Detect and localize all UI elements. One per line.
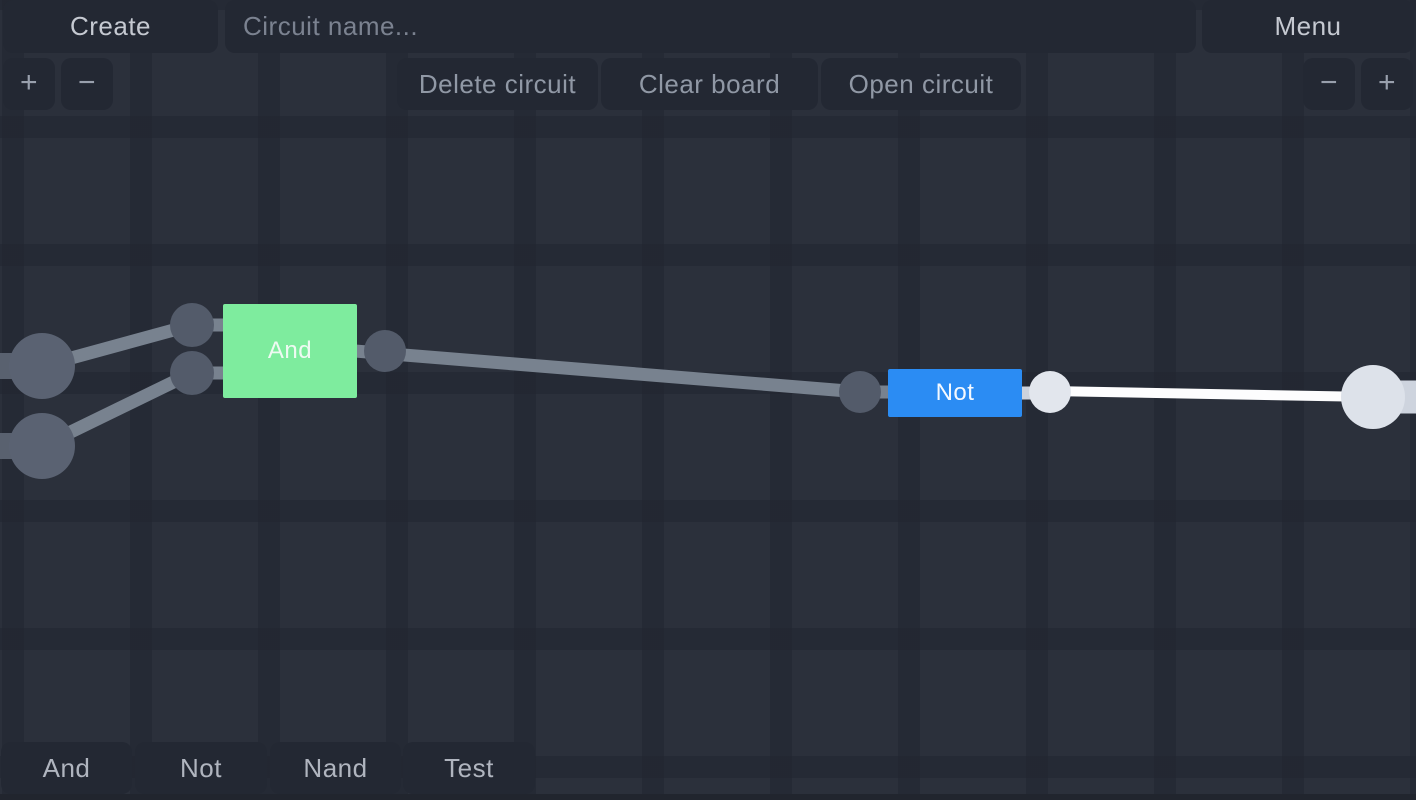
zoom-in-button-left[interactable]: + — [3, 58, 55, 110]
and-gate-label: And — [267, 337, 313, 364]
delete-circuit-button[interactable]: Delete circuit — [397, 58, 598, 110]
palette-item-test[interactable]: Test — [403, 742, 535, 794]
not-gate-label: Not — [935, 379, 975, 406]
input-pin-1[interactable] — [9, 333, 75, 399]
menu-button[interactable]: Menu — [1202, 0, 1414, 53]
not-gate[interactable]: Not — [888, 369, 1022, 417]
wire-and-to-not — [354, 344, 861, 399]
zoom-out-button-left[interactable]: − — [61, 58, 113, 110]
not-input-node[interactable] — [839, 371, 881, 413]
palette-item-nand[interactable]: Nand — [270, 742, 401, 794]
and-input-node-1[interactable] — [170, 303, 214, 347]
circuit-name-input[interactable] — [225, 0, 1196, 53]
create-button[interactable]: Create — [3, 0, 218, 53]
palette-item-and[interactable]: And — [1, 742, 132, 794]
clear-board-button[interactable]: Clear board — [601, 58, 818, 110]
palette-item-not[interactable]: Not — [135, 742, 267, 794]
and-output-node[interactable] — [364, 330, 406, 372]
and-gate[interactable]: And — [223, 304, 357, 398]
wire-not-to-output — [1049, 386, 1374, 402]
output-pin[interactable] — [1341, 365, 1405, 429]
bottom-edge-strip — [0, 794, 1416, 800]
zoom-out-button-right[interactable]: − — [1303, 58, 1355, 110]
not-output-node[interactable] — [1029, 371, 1071, 413]
zoom-in-button-right[interactable]: + — [1361, 58, 1413, 110]
input-pin-2[interactable] — [9, 413, 75, 479]
and-input-node-2[interactable] — [170, 351, 214, 395]
open-circuit-button[interactable]: Open circuit — [821, 58, 1021, 110]
